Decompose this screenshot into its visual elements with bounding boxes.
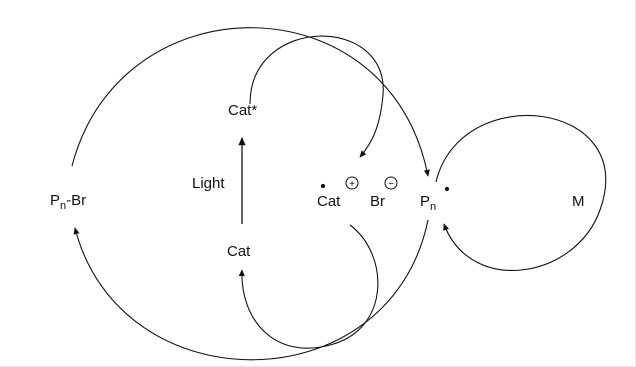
pn-br-tail: -Br [66, 192, 86, 209]
deactivation-arc [238, 224, 379, 349]
activation-arc [249, 35, 384, 158]
light-label: Light [192, 175, 225, 192]
bromide-label: Br [370, 193, 385, 210]
pn-br-label: Pn-Br [50, 192, 86, 212]
pn-p: P [420, 193, 430, 210]
monomer-label: M [572, 193, 585, 210]
pn-radical-label: Pn [420, 193, 436, 213]
pn-br-subscript: n [60, 200, 66, 212]
negative-charge-sign: − [388, 179, 394, 190]
outer-cycle-bottom-arc [73, 219, 429, 361]
outer-cycle-top-arc [71, 27, 430, 177]
propagation-cycle-arc [435, 115, 607, 271]
cat-star-label: Cat* [228, 102, 257, 119]
cat-radical-cation-label: Cat [317, 193, 341, 210]
cat-radical-dot [320, 183, 326, 189]
pn-br-p: P [50, 192, 60, 209]
cat-label: Cat [227, 243, 251, 260]
pn-subscript: n [430, 201, 436, 213]
positive-charge-circle [345, 176, 359, 190]
pn-radical-dot [444, 186, 450, 192]
negative-charge-circle [384, 176, 398, 190]
positive-charge-sign: + [349, 179, 355, 190]
